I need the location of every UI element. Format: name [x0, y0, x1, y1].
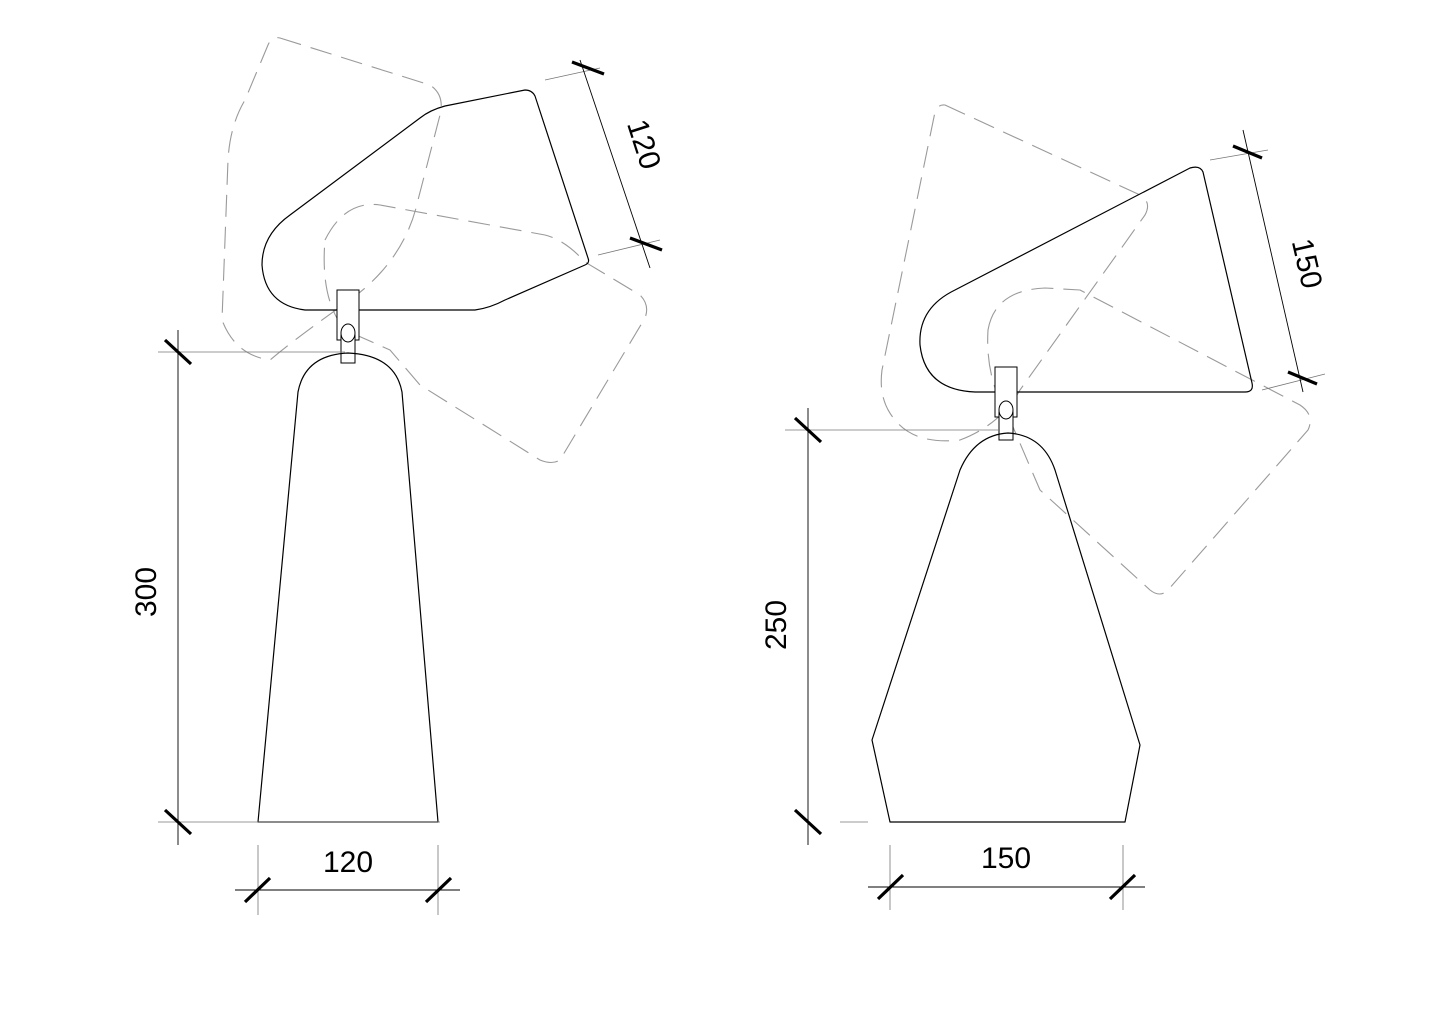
lamp-small-width-label: 120: [323, 846, 373, 879]
lamp-large-shade-dim-line: [1242, 129, 1304, 393]
lamp-large-shade: [919, 166, 1253, 393]
lamp-large-base: [871, 432, 1141, 823]
dim-tick: [243, 876, 272, 904]
dim-tick: [629, 236, 663, 252]
dim-tick: [876, 873, 905, 901]
lamp-small-shade-alt-down: [323, 203, 648, 464]
dim-tick: [793, 416, 823, 444]
ext-line: [597, 239, 661, 256]
lamp-small-shade-alt-up: [221, 37, 442, 361]
dim-tick: [163, 338, 193, 366]
dim-tick: [424, 876, 453, 904]
lamp-small: 300 120 120: [130, 37, 667, 915]
dim-tick: [163, 808, 193, 836]
lamp-large-hinge-knob: [998, 400, 1014, 420]
dim-tick: [1232, 144, 1263, 160]
ext-line: [1209, 149, 1269, 161]
lamp-large: 250 150 150: [760, 104, 1328, 910]
lamp-small-hinge-knob: [340, 323, 356, 343]
lamp-small-shade: [261, 89, 590, 311]
lamp-small-base: [257, 352, 439, 823]
lamp-large-shade-label: 150: [1285, 236, 1328, 292]
lamp-small-shade-dim-line: [579, 59, 651, 269]
lamp-large-width-label: 150: [981, 842, 1031, 875]
lamp-small-shade-label: 120: [620, 116, 667, 174]
lamp-large-height-label: 250: [760, 600, 793, 650]
dim-tick: [571, 60, 605, 76]
lamp-large-shade-alt-down: [987, 287, 1311, 595]
dim-tick: [1287, 370, 1318, 386]
dim-tick: [1108, 873, 1137, 901]
lamp-large-shade-alt-up: [880, 104, 1149, 442]
dim-tick: [793, 808, 823, 836]
lamp-small-height-label: 300: [130, 567, 163, 617]
ext-line: [1261, 373, 1326, 391]
